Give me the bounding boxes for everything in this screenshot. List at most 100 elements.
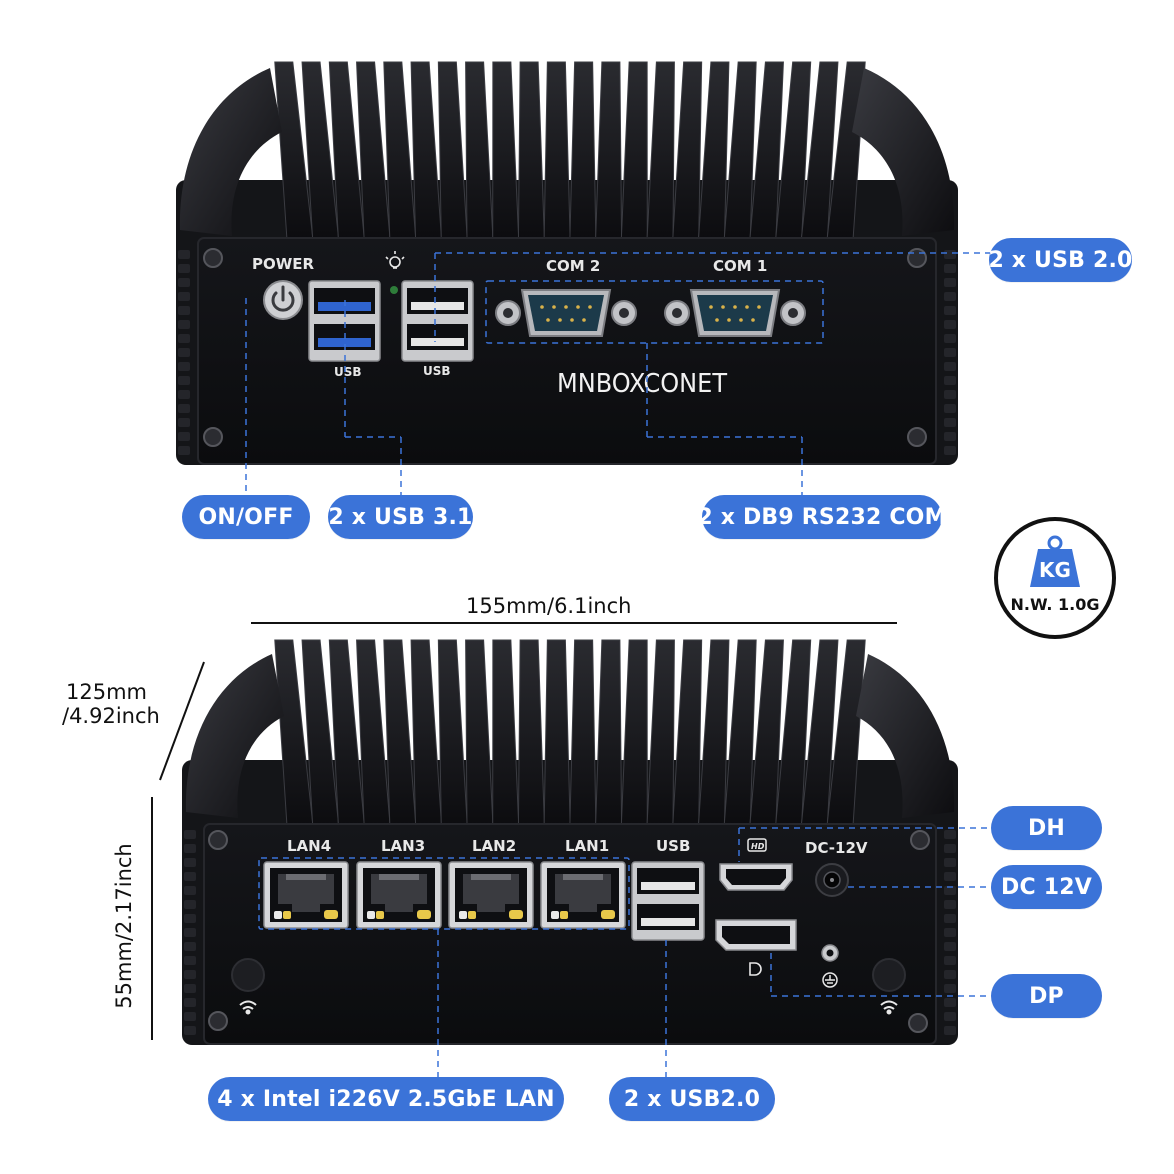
antenna-mount-right [872,958,906,992]
top-fin [517,61,545,241]
top-right-rib [944,278,956,287]
bottom-left-rib [184,1026,196,1035]
com1-label: COM 1 [713,257,767,275]
top-fin [697,61,730,241]
com-ports [495,289,806,337]
bottom-right-rib [944,900,956,909]
top-fin [492,61,520,241]
top-left-ribs [178,250,190,455]
bottom-left-ribs [184,830,196,1035]
bottom-fin [620,639,648,827]
led-bulb-icon [385,251,405,269]
depth-dimension-label-line1: 125mm [66,680,147,704]
bottom-right-rib [944,858,956,867]
bottom-left-rib [184,970,196,979]
bottom-left-rib [184,942,196,951]
usb2-port-stack-top[interactable] [401,280,474,362]
top-left-curl [179,68,282,236]
lan3-port[interactable] [356,861,442,929]
lan4-port[interactable] [263,861,349,929]
lan2-label: LAN2 [472,837,516,855]
displayport-port[interactable] [715,919,797,951]
audio-jack[interactable] [821,944,839,962]
top-left-rib [178,362,190,371]
top-right-rib [944,264,956,273]
top-left-rib [178,404,190,413]
weight-unit: KG [1039,558,1071,582]
bottom-right-rib [944,1026,956,1035]
bottom-fin [672,639,703,827]
bottom-right-ribs [944,830,956,1035]
svg-text:HD: HD [751,842,765,851]
bottom-left-rib [184,872,196,881]
width-dimension-label: 155mm/6.1inch [466,594,632,618]
bottom-fin [383,639,417,827]
top-fin [465,61,494,241]
bottom-fin [517,639,545,827]
top-left-rib [178,376,190,385]
usb2-port-label: USB [423,364,451,378]
top-fin [646,61,675,241]
com2-label: COM 2 [546,257,600,275]
top-heatsink-fins [274,61,866,241]
top-callout-lines [245,252,990,497]
bottom-left-rib [184,886,196,895]
power-button-icon[interactable] [263,280,303,320]
com1-port[interactable] [664,289,806,337]
top-right-rib [944,418,956,427]
dc-jack[interactable] [815,863,849,897]
top-left-rib [178,432,190,441]
bottom-right-rib [944,928,956,937]
hdmi-logo-icon: HD [747,838,767,852]
bottom-fin [543,639,571,827]
top-left-rib [178,264,190,273]
status-led [390,286,398,294]
bottom-right-rib [944,970,956,979]
lan3-label: LAN3 [381,837,425,855]
lan-callout: 4 x Intel i226V 2.5GbE LAN [208,1077,564,1121]
com2-port[interactable] [495,289,637,337]
depth-dimension-line [159,661,205,781]
dc12v-callout: DC 12V [991,865,1102,909]
top-right-rib [944,432,956,441]
top-right-rib [944,306,956,315]
weight-value: N.W. 1.0G [1010,595,1100,614]
top-fin [595,61,623,241]
top-fin [543,61,571,241]
lan1-port[interactable] [540,861,626,929]
bottom-left-rib [184,998,196,1007]
lan-ports [263,861,626,929]
hdmi-port[interactable] [719,863,793,891]
bottom-fin [723,639,757,827]
height-dimension-label: 55mm/2.17inch [112,843,136,1009]
bottom-fin [697,639,730,827]
bottom-left-rib [184,956,196,965]
bottom-left-rib [184,900,196,909]
bottom-right-curl [856,654,955,818]
bottom-right-rib [944,998,956,1007]
bottom-front-panel [203,823,937,1045]
top-right-rib [944,404,956,413]
top-right-rib [944,334,956,343]
lan2-port[interactable] [448,861,534,929]
top-left-rib [178,390,190,399]
top-right-ribs [944,250,956,455]
usb-port-label-bottom: USB [656,837,690,855]
bottom-right-rib [944,844,956,853]
top-left-rib [178,446,190,455]
top-fin [672,61,703,241]
dc-port-label: DC-12V [805,839,868,857]
top-left-rib [178,250,190,259]
dp-callout: DP [991,974,1102,1018]
top-right-rib [944,348,956,357]
com-callout: 2 x DB9 RS232 COM [697,495,946,539]
usb2-port-stack-bottom[interactable] [631,861,705,941]
bottom-left-rib [184,830,196,839]
top-fin [723,61,757,241]
top-left-rib [178,306,190,315]
bottom-right-rib [944,1012,956,1021]
bottom-fin [595,639,623,827]
bottom-fin [410,639,443,827]
